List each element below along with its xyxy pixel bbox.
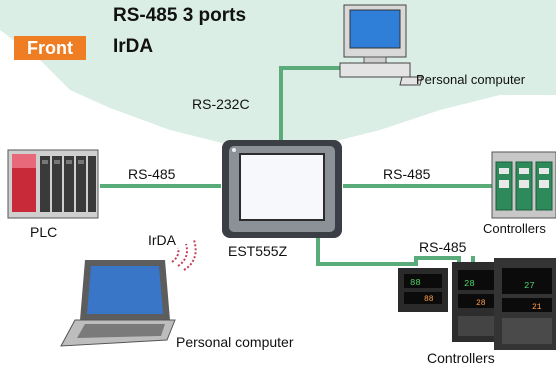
laptop-icon [60,260,176,347]
touch-panel-icon [222,140,342,238]
infrared-wave-icon [171,239,197,271]
label-pc-bottom: Personal computer [176,334,294,350]
label-pc-top: Personal computer [416,72,526,87]
svg-text:88: 88 [424,295,434,304]
label-irda: IrDA [148,232,176,248]
desktop-computer-icon [339,4,423,86]
line-rs485-bottom [316,238,498,267]
background-shape [0,0,556,150]
label-plc: PLC [30,224,58,240]
svg-text:28: 28 [464,279,475,289]
svg-text:88: 88 [410,278,421,288]
svg-text:21: 21 [532,303,542,312]
label-controllers-bottom: Controllers [427,350,495,366]
din-rail-controller-icon [491,151,556,219]
line-rs232c [279,66,358,145]
label-rs485-right: RS-485 [383,166,431,182]
label-rs485-left: RS-485 [128,166,176,182]
svg-text:27: 27 [524,281,535,291]
svg-text:28: 28 [476,299,486,308]
temperature-controller-icon: 88 28 27 88 28 21 [398,258,556,350]
front-badge: Front [14,36,86,60]
label-rs232c: RS-232C [192,96,250,112]
label-est555z: EST555Z [228,243,288,259]
label-controllers-right: Controllers [483,221,546,236]
irda-front-label: IrDA [113,36,154,57]
header-title: RS-485 3 ports [113,5,247,26]
label-rs485-bottom: RS-485 [419,239,467,255]
plc-rack-icon [7,149,99,219]
